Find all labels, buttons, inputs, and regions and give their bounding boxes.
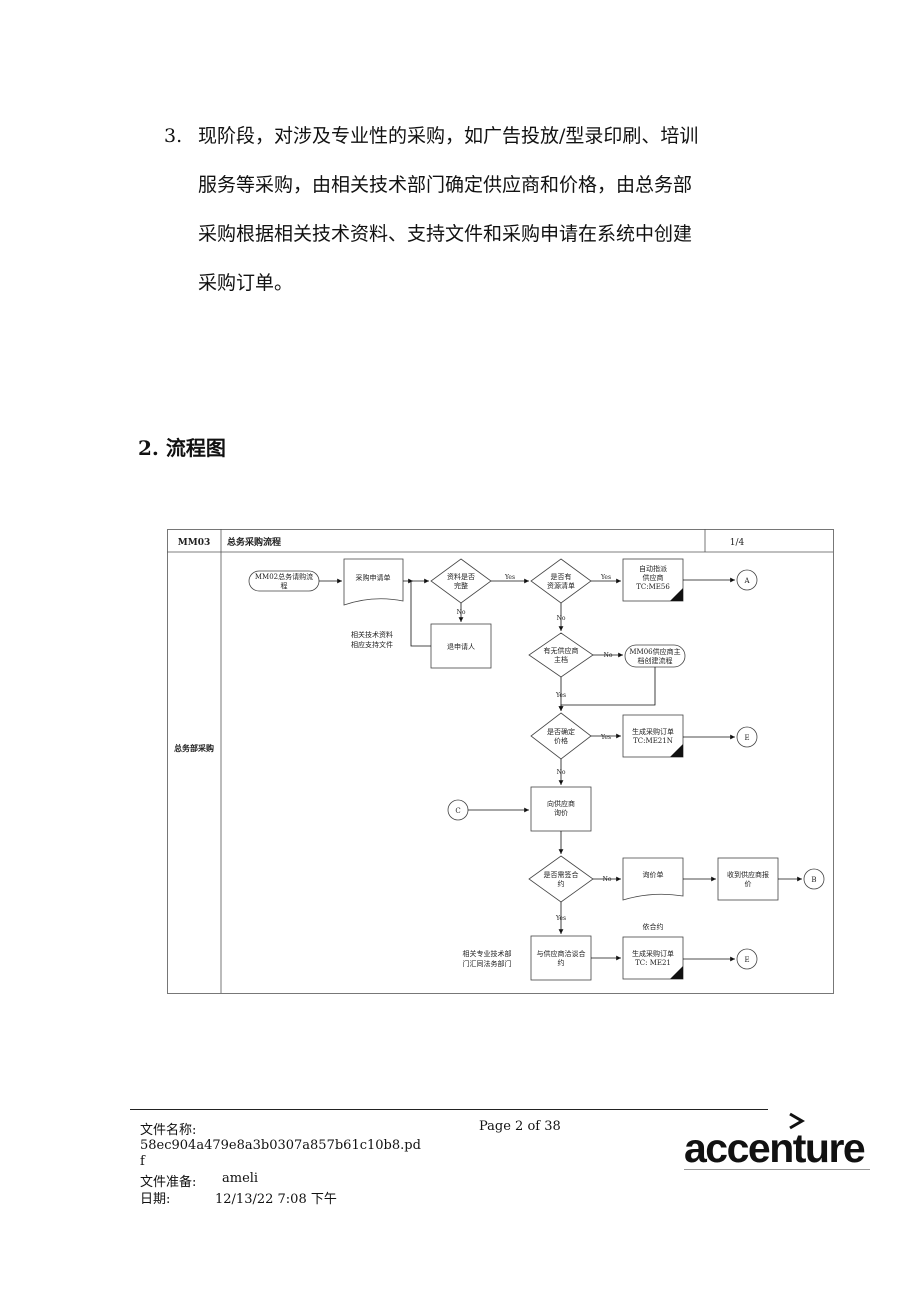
no-label: No: [603, 876, 612, 883]
connector-b: [803, 868, 825, 890]
po2-label: TC: ME21: [635, 959, 671, 967]
decision-complete-label: 完整: [454, 581, 468, 590]
no-label: No: [604, 652, 613, 659]
po1-label: TC:ME21N: [633, 737, 673, 745]
decision-complete: [430, 558, 492, 604]
footer-divider: [130, 1109, 768, 1110]
process-page: 1/4: [730, 538, 745, 548]
quote-doc: [622, 857, 684, 901]
po-box-1: [622, 714, 684, 758]
prepared-label: 文件准备:: [140, 1175, 197, 1190]
receive-quote-label: 价: [745, 880, 752, 888]
connector-a: [736, 569, 758, 591]
decision-source-label: 资源清单: [547, 581, 575, 590]
decision-source-list: [530, 558, 592, 604]
connector-e-1: [736, 726, 758, 748]
decision-contract: [528, 855, 594, 903]
start-label: MM02总务请购流: [255, 572, 313, 581]
tech-dept-label: 相关专业技术部: [463, 949, 512, 958]
decision-contract-label: 是否需签合: [544, 870, 579, 879]
paragraph-line: 服务等采购，由相关技术部门确定供应商和价格，由总务部: [198, 174, 693, 196]
corner-marker: [670, 966, 683, 979]
po-box-2: [622, 936, 684, 980]
no-label: No: [457, 609, 466, 616]
by-contract-label: 依合约: [643, 922, 664, 931]
no-label: No: [557, 769, 566, 776]
date-value: 12/13/22 7:08 下午: [215, 1192, 337, 1207]
logo-chevron: [789, 1112, 805, 1130]
logo-wordmark: accenture: [684, 1125, 865, 1171]
page-number: Page 2 of 38: [479, 1119, 561, 1134]
negotiate-label: 与供应商洽谈合: [537, 949, 586, 958]
decision-complete-label: 资料是否: [447, 572, 475, 581]
flowchart-frame: [167, 529, 834, 994]
paragraph-line: 采购根据相关技术资料、支持文件和采购申请在系统中创建: [198, 223, 693, 245]
return-label: 退申请人: [447, 642, 475, 651]
file-name-value: 58ec904a479e8a3b0307a857b61c10b8.pd: [140, 1138, 421, 1153]
yes-label: Yes: [600, 574, 611, 581]
yes-label: Yes: [555, 915, 566, 922]
decision-master-label: 有无供应商: [544, 646, 579, 655]
decision-source-label: 是否有: [551, 572, 572, 581]
inquiry-label: 向供应商: [547, 799, 575, 808]
decision-master-label: 主档: [554, 655, 568, 664]
connector-e-2: [736, 948, 758, 970]
decision-price-label: 是否确定: [547, 727, 575, 736]
start-label: 程: [281, 581, 288, 590]
inquiry-label: 询价: [554, 808, 568, 817]
accenture-logo: accenture: [684, 1112, 870, 1171]
tech-docs-label: 相应支持文件: [351, 640, 393, 649]
connector-label: A: [743, 577, 750, 585]
quote-doc-label: 询价单: [643, 870, 664, 879]
mm06-label: 档创建流程: [638, 656, 673, 665]
prepared-value: ameli: [222, 1171, 259, 1186]
negotiate-box: [530, 935, 592, 981]
file-name-label: 文件名称:: [140, 1123, 197, 1138]
purchase-request-label: 采购申请单: [356, 573, 391, 582]
decision-price-label: 价格: [554, 736, 568, 745]
yes-label: Yes: [555, 692, 566, 699]
flowchart: MM03 总务采购流程 1/4 总务部采购: [167, 529, 834, 994]
auto-assign-box: [622, 558, 684, 602]
purchase-request-doc: [343, 558, 404, 606]
tech-docs-label: 相关技术资料: [351, 630, 393, 639]
connector-label: C: [455, 807, 460, 815]
paragraph-line: 现阶段，对涉及专业性的采购，如广告投放/型录印刷、培训: [198, 125, 699, 147]
corner-marker: [670, 588, 683, 601]
process-code: MM03: [178, 538, 210, 548]
inquiry-box: [530, 786, 592, 832]
paragraph-number: 3.: [164, 125, 183, 147]
connector-label: E: [744, 734, 749, 742]
decision-contract-label: 约: [558, 879, 565, 888]
connector-label: B: [811, 876, 816, 884]
receive-quote-label: 收到供应商报: [727, 870, 769, 879]
connector-label: E: [744, 956, 749, 964]
po2-label: 生成采购订单: [632, 949, 674, 958]
yes-label: Yes: [600, 734, 611, 741]
corner-marker: [670, 744, 683, 757]
auto-assign-label: 自动指派: [639, 564, 667, 573]
file-name-value: f: [140, 1154, 145, 1169]
tech-dept-label: 门汇同法务部门: [463, 959, 512, 968]
date-label: 日期:: [140, 1192, 171, 1207]
yes-label: Yes: [504, 574, 515, 581]
logo-underline: [684, 1169, 870, 1170]
mm06-label: MM06供应商主: [629, 647, 680, 656]
receive-quote-box: [717, 857, 779, 901]
auto-assign-label: 供应商: [643, 573, 664, 582]
decision-vendor-master: [528, 632, 594, 678]
paragraph-line: 采购订单。: [198, 272, 294, 294]
po1-label: 生成采购订单: [632, 727, 674, 736]
lane-label: 总务部采购: [174, 743, 214, 753]
no-label: No: [557, 615, 566, 622]
auto-assign-label: TC:ME56: [636, 583, 670, 591]
process-title: 总务采购流程: [227, 536, 281, 548]
decision-price: [530, 712, 592, 760]
negotiate-label: 约: [558, 958, 565, 967]
section-heading: 2. 流程图: [138, 436, 226, 460]
